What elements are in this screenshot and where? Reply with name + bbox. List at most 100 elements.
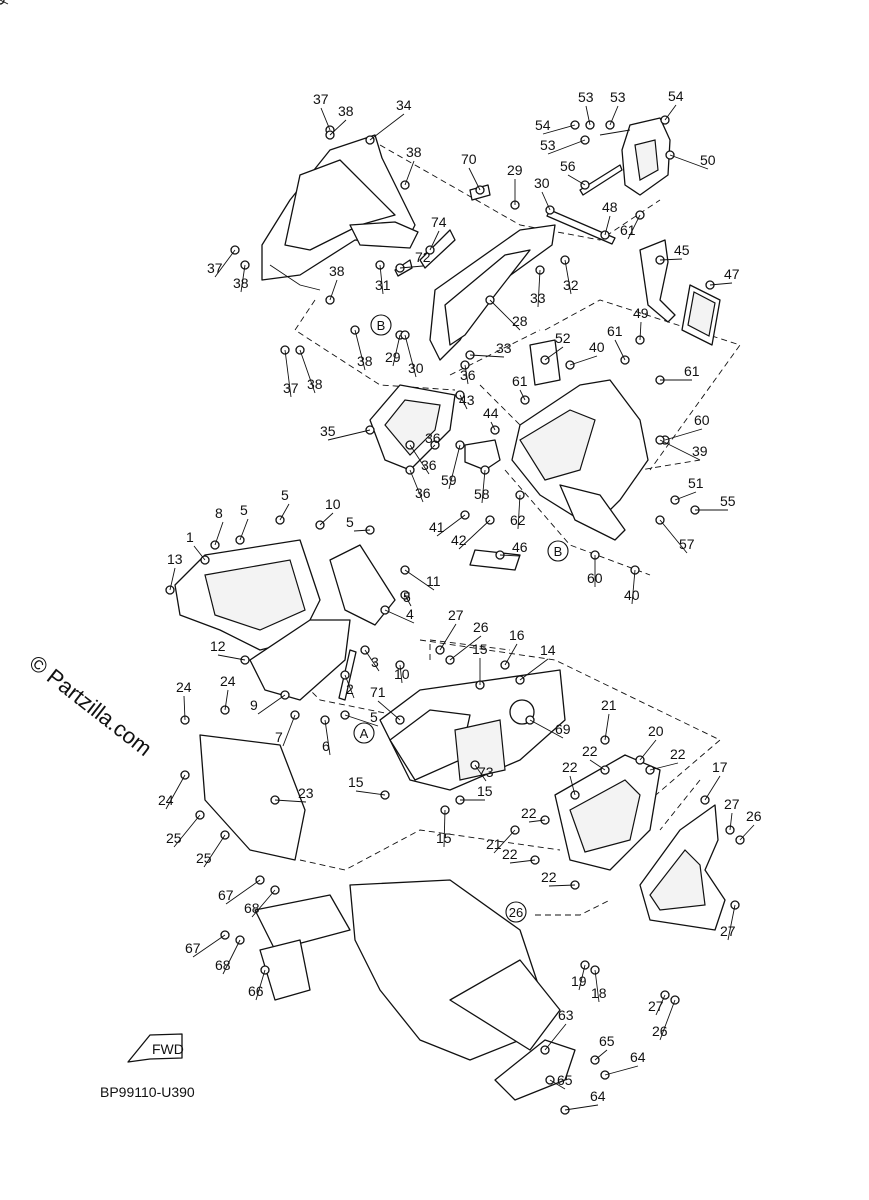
leader-line <box>193 545 206 561</box>
leader-lines <box>0 0 755 1111</box>
callout-number: 73 <box>478 764 494 780</box>
callout-number: 67 <box>218 887 234 903</box>
callout-number: 36 <box>421 457 437 473</box>
callout-number: 21 <box>601 697 617 713</box>
callout-number: 29 <box>385 349 401 365</box>
cover-17 <box>639 804 726 931</box>
leader-line <box>251 889 276 918</box>
callout-number: 36 <box>415 485 431 501</box>
leader-line <box>409 469 424 503</box>
side-panel-35 <box>369 384 456 471</box>
leader-line <box>364 649 380 672</box>
callout-number: 11 <box>426 573 441 589</box>
callout-number: 15 <box>348 774 364 790</box>
callout-number: 38 <box>357 353 373 369</box>
callout-number: 36 <box>460 367 476 383</box>
leader-line <box>384 609 415 624</box>
leader-line <box>464 364 469 385</box>
callout-number: 40 <box>589 339 605 355</box>
leader-line <box>344 714 379 727</box>
leader-line <box>404 569 435 591</box>
callout-number: 4 <box>406 606 414 622</box>
callout-number: 15 <box>477 783 493 799</box>
leader-line <box>369 113 405 141</box>
leader-line <box>448 444 461 490</box>
leader-line <box>659 439 701 461</box>
leader-line <box>578 964 586 991</box>
guard-63 <box>494 1039 576 1101</box>
callout-number: 22 <box>582 743 598 759</box>
leader-line <box>493 829 516 854</box>
leader-line <box>659 258 683 261</box>
callout-number: 64 <box>630 1049 646 1065</box>
callout-number: 61 <box>607 323 623 339</box>
leader-line <box>548 884 576 887</box>
leader-line <box>354 329 366 371</box>
callout-number: 41 <box>429 519 445 535</box>
leader-line <box>165 774 186 810</box>
leader-line <box>192 934 226 958</box>
leader-line <box>659 999 676 1041</box>
callout-number: 54 <box>668 88 684 104</box>
leader-line <box>257 694 286 715</box>
callout-number: 74 <box>431 214 447 230</box>
callout-number: 40 <box>624 587 640 603</box>
leader-line <box>499 554 521 557</box>
callout-number: 27 <box>648 998 664 1014</box>
callout-number: 68 <box>244 900 260 916</box>
callout-number: 29 <box>507 162 523 178</box>
callout-number: 38 <box>329 263 345 279</box>
callout-number: 34 <box>396 97 412 113</box>
leader-line <box>222 939 241 975</box>
callout-number: 23 <box>298 785 314 801</box>
callout-number: 12 <box>210 638 226 654</box>
leader-line <box>490 421 496 431</box>
leader-line <box>274 799 307 803</box>
leader-line <box>541 191 551 211</box>
callout-number: 5 <box>370 709 378 725</box>
leader-line <box>664 428 703 441</box>
leader-line <box>379 264 384 295</box>
callout-number: 28 <box>512 313 528 329</box>
callout-number: 9 <box>250 697 258 713</box>
leader-line <box>203 834 226 868</box>
callout-number: 62 <box>510 512 526 528</box>
leader-line <box>239 518 249 541</box>
callout-number: 55 <box>720 493 736 509</box>
callout-number: 48 <box>602 199 618 215</box>
leader-line <box>528 819 546 823</box>
callout-number: 6 <box>322 738 330 754</box>
callout-number: 27 <box>720 923 736 939</box>
callout-number: 60 <box>694 412 710 428</box>
callout-number: 18 <box>591 985 607 1001</box>
callout-number: 51 <box>688 475 704 491</box>
callout-number: 24 <box>158 792 174 808</box>
callout-number: 47 <box>724 266 740 282</box>
leader-line <box>509 859 536 864</box>
leader-line <box>631 569 636 605</box>
leader-line <box>569 355 598 366</box>
callout-number: 22 <box>670 746 686 762</box>
callout-number: 25 <box>166 830 182 846</box>
leader-line <box>659 519 688 554</box>
callout-number: 27 <box>724 796 740 812</box>
callout-number: 38 <box>307 376 323 392</box>
leader-line <box>727 904 736 941</box>
callout-number: 58 <box>474 486 490 502</box>
leader-line <box>549 1079 566 1090</box>
leader-line <box>594 1049 608 1061</box>
callout-number: 22 <box>562 759 578 775</box>
leader-line <box>399 664 403 684</box>
callout-number: 21 <box>486 836 502 852</box>
callout-number: A <box>0 0 10 3</box>
leader-line <box>504 643 518 666</box>
leader-line <box>567 174 586 186</box>
leader-line <box>729 812 733 831</box>
leader-line <box>404 160 415 186</box>
leader-line <box>329 279 338 301</box>
leader-line <box>669 154 709 170</box>
leader-line <box>564 259 572 295</box>
leader-line <box>449 635 482 661</box>
reference-marker-label: A <box>360 726 369 741</box>
